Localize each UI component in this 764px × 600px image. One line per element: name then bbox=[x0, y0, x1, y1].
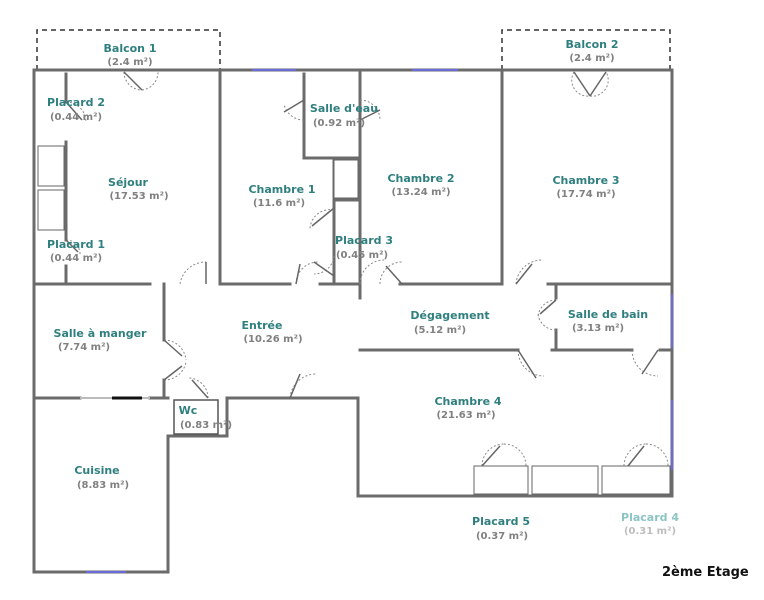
room-name-entree: Entrée bbox=[241, 319, 283, 332]
room-name-sejour: Séjour bbox=[108, 176, 148, 189]
room-name-placard-1: Placard 1 bbox=[47, 238, 105, 251]
room-name-salle-a-manger: Salle à manger bbox=[53, 327, 147, 340]
room-area-placard-5: (0.37 m²) bbox=[475, 531, 529, 542]
room-name-balcon-1: Balcon 1 bbox=[103, 42, 157, 55]
room-name-wc: Wc bbox=[178, 404, 198, 417]
room-name-chambre-4: Chambre 4 bbox=[434, 395, 502, 408]
room-area-placard-3: (0.45 m²) bbox=[335, 250, 389, 261]
closet-box bbox=[531, 465, 599, 495]
closet-box bbox=[37, 189, 65, 231]
room-area-sejour: (17.53 m²) bbox=[109, 191, 169, 202]
room-area-cuisine: (8.83 m²) bbox=[76, 480, 130, 491]
room-name-chambre-2: Chambre 2 bbox=[387, 172, 455, 185]
door-swings bbox=[65, 71, 669, 467]
room-area-degagement: (5.12 m²) bbox=[413, 325, 467, 336]
balcony-1-outline bbox=[36, 29, 221, 70]
room-area-chambre-2: (13.24 m²) bbox=[391, 187, 451, 198]
closet-box bbox=[473, 465, 529, 495]
wc-fixture bbox=[173, 399, 219, 435]
room-name-balcon-2: Balcon 2 bbox=[565, 38, 619, 51]
balcony-2-outline bbox=[501, 29, 671, 70]
closet-box bbox=[37, 145, 65, 187]
room-area-placard-4: (0.31 m²) bbox=[623, 526, 677, 537]
room-name-placard-2: Placard 2 bbox=[47, 96, 105, 109]
room-area-placard-1: (0.44 m²) bbox=[49, 253, 103, 264]
room-name-chambre-3: Chambre 3 bbox=[552, 174, 620, 187]
room-area-balcon-2: (2.4 m²) bbox=[569, 53, 615, 64]
room-area-salle-a-manger: (7.74 m²) bbox=[57, 342, 111, 353]
closet-box bbox=[333, 159, 359, 199]
room-area-salle-de-bain: (3.13 m²) bbox=[571, 323, 625, 334]
room-area-entree: (10.26 m²) bbox=[243, 334, 303, 345]
room-area-chambre-4: (21.63 m²) bbox=[436, 410, 496, 421]
room-area-chambre-1: (11.6 m²) bbox=[252, 198, 306, 209]
room-name-cuisine: Cuisine bbox=[74, 464, 120, 477]
room-name-placard-3: Placard 3 bbox=[335, 234, 393, 247]
room-area-balcon-1: (2.4 m²) bbox=[107, 57, 153, 68]
room-name-salle-d-eau: Salle d'eau bbox=[309, 102, 379, 115]
room-name-salle-de-bain: Salle de bain bbox=[567, 308, 649, 321]
room-area-placard-2: (0.44 m²) bbox=[49, 112, 103, 123]
interior-walls bbox=[34, 68, 672, 400]
room-name-chambre-1: Chambre 1 bbox=[248, 183, 316, 196]
room-name-degagement: Dégagement bbox=[410, 309, 490, 322]
room-name-placard-5: Placard 5 bbox=[472, 515, 530, 528]
room-area-chambre-3: (17.74 m²) bbox=[556, 189, 616, 200]
room-name-placard-4: Placard 4 bbox=[621, 511, 679, 524]
closet-box bbox=[601, 465, 671, 495]
room-area-salle-d-eau: (0.92 m²) bbox=[312, 118, 366, 129]
room-area-wc: (0.83 m²) bbox=[179, 420, 233, 431]
floor-label: 2ème Etage bbox=[662, 565, 749, 580]
